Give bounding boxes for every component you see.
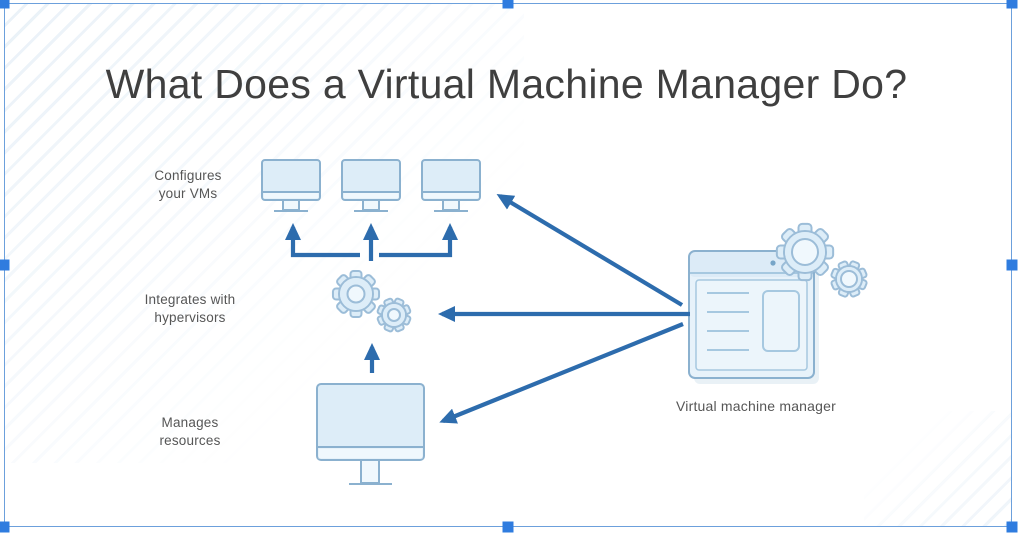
decorative-stripes-top-left xyxy=(4,3,524,463)
selection-handle-middle-right[interactable] xyxy=(1006,259,1018,271)
selection-handle-bottom-middle[interactable] xyxy=(502,521,514,533)
diagram-graphics xyxy=(261,159,868,485)
selection-handle-bottom-right[interactable] xyxy=(1006,521,1018,533)
selection-handle-top-middle[interactable] xyxy=(502,0,514,9)
arrow-vmm-to-resources xyxy=(439,322,684,424)
decorative-stripes-bottom-right xyxy=(864,411,1012,527)
hypervisor-gears-icon xyxy=(331,269,412,333)
label-manages-resources: Manages resources xyxy=(159,415,221,448)
label-virtual-machine-manager: Virtual machine manager xyxy=(676,398,836,414)
selection-handle-top-left[interactable] xyxy=(0,0,10,9)
resource-monitor-icon xyxy=(316,383,425,485)
page-title: What Does a Virtual Machine Manager Do? xyxy=(105,61,908,107)
arrow-vmm-to-vms xyxy=(496,193,684,307)
bracket-arrow-right xyxy=(379,223,458,258)
selection-handle-bottom-left[interactable] xyxy=(0,521,10,533)
vmm-gears-icon xyxy=(775,222,868,298)
selection-handle-middle-left[interactable] xyxy=(0,259,10,271)
label-integrates-hypervisors: Integrates with hypervisors xyxy=(144,292,236,325)
vm-monitor-icon-1 xyxy=(261,159,321,212)
label-configures-vms: Configures your VMs xyxy=(154,168,222,201)
selection-handle-top-right[interactable] xyxy=(1006,0,1018,9)
vm-monitor-icon-2 xyxy=(341,159,401,212)
selected-infographic-image[interactable]: What Does a Virtual Machine Manager Do? … xyxy=(4,3,1012,527)
bracket-arrow-left xyxy=(285,223,360,258)
vm-monitor-icon-3 xyxy=(421,159,481,212)
